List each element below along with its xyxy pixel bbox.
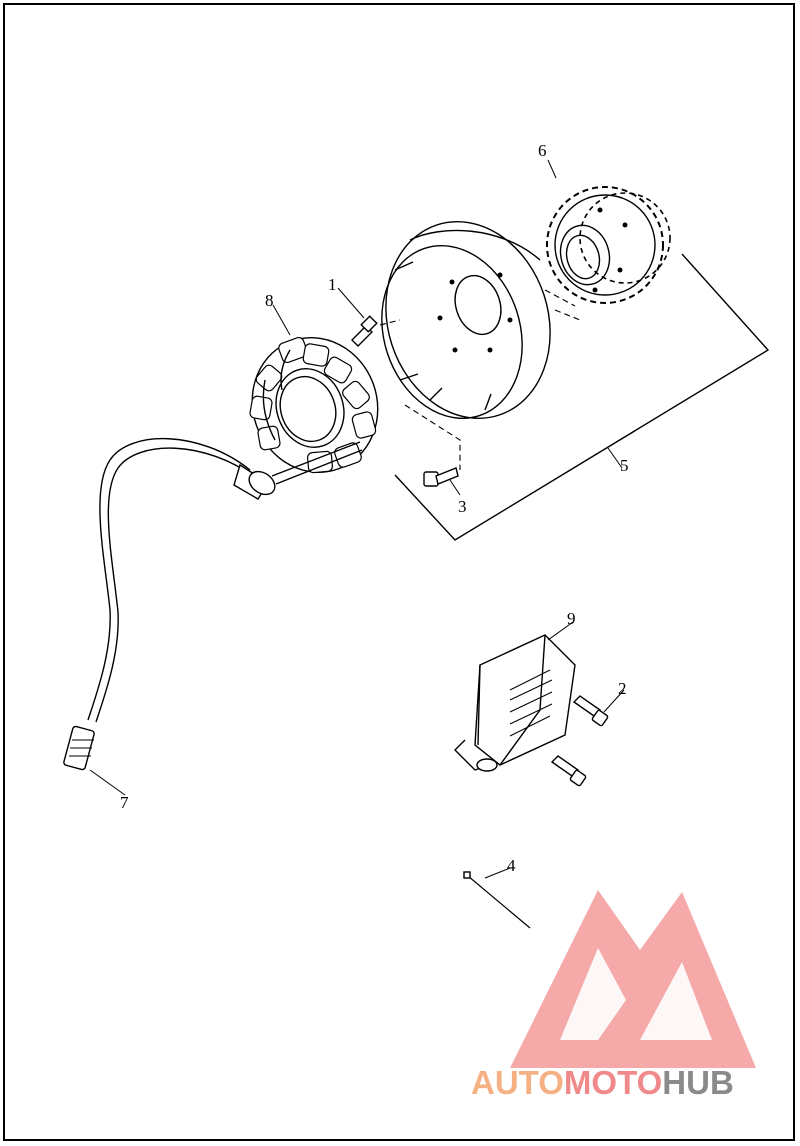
rotor: [381, 221, 551, 419]
watermark-hub: HUB: [662, 1064, 734, 1101]
cable-strap: [463, 871, 531, 929]
rotor-assembly-bracket: [394, 253, 770, 541]
callout-1: 1: [328, 275, 337, 294]
watermark-auto: AUTO: [471, 1064, 564, 1101]
sprocket: [546, 186, 671, 304]
leader-lines: [89, 159, 625, 879]
callout-5: 5: [620, 456, 629, 475]
callout-3: 3: [458, 497, 467, 516]
diagram-frame: [3, 3, 795, 1141]
callout-2: 2: [618, 679, 627, 698]
stator: [249, 336, 379, 474]
screw-1: [351, 315, 378, 347]
voltage-regulator: [454, 634, 576, 772]
watermark-moto: MOTO: [564, 1064, 662, 1101]
regulator-screw-upper: [572, 695, 609, 727]
callout-labels: 1 2 3 4 5 6 7 8 9: [120, 141, 629, 875]
alignment-lines: [379, 289, 581, 470]
callout-6: 6: [538, 141, 547, 160]
callout-8: 8: [265, 291, 274, 310]
screw-3: [423, 467, 459, 487]
regulator-screw-lower: [550, 755, 587, 787]
callout-4: 4: [507, 856, 516, 875]
callout-9: 9: [567, 609, 576, 628]
stator-cable: [63, 438, 363, 771]
callout-7: 7: [120, 793, 129, 812]
automotohub-logo-icon: [510, 890, 756, 1068]
watermark-brand: AUTOMOTOHUB: [471, 1064, 734, 1101]
